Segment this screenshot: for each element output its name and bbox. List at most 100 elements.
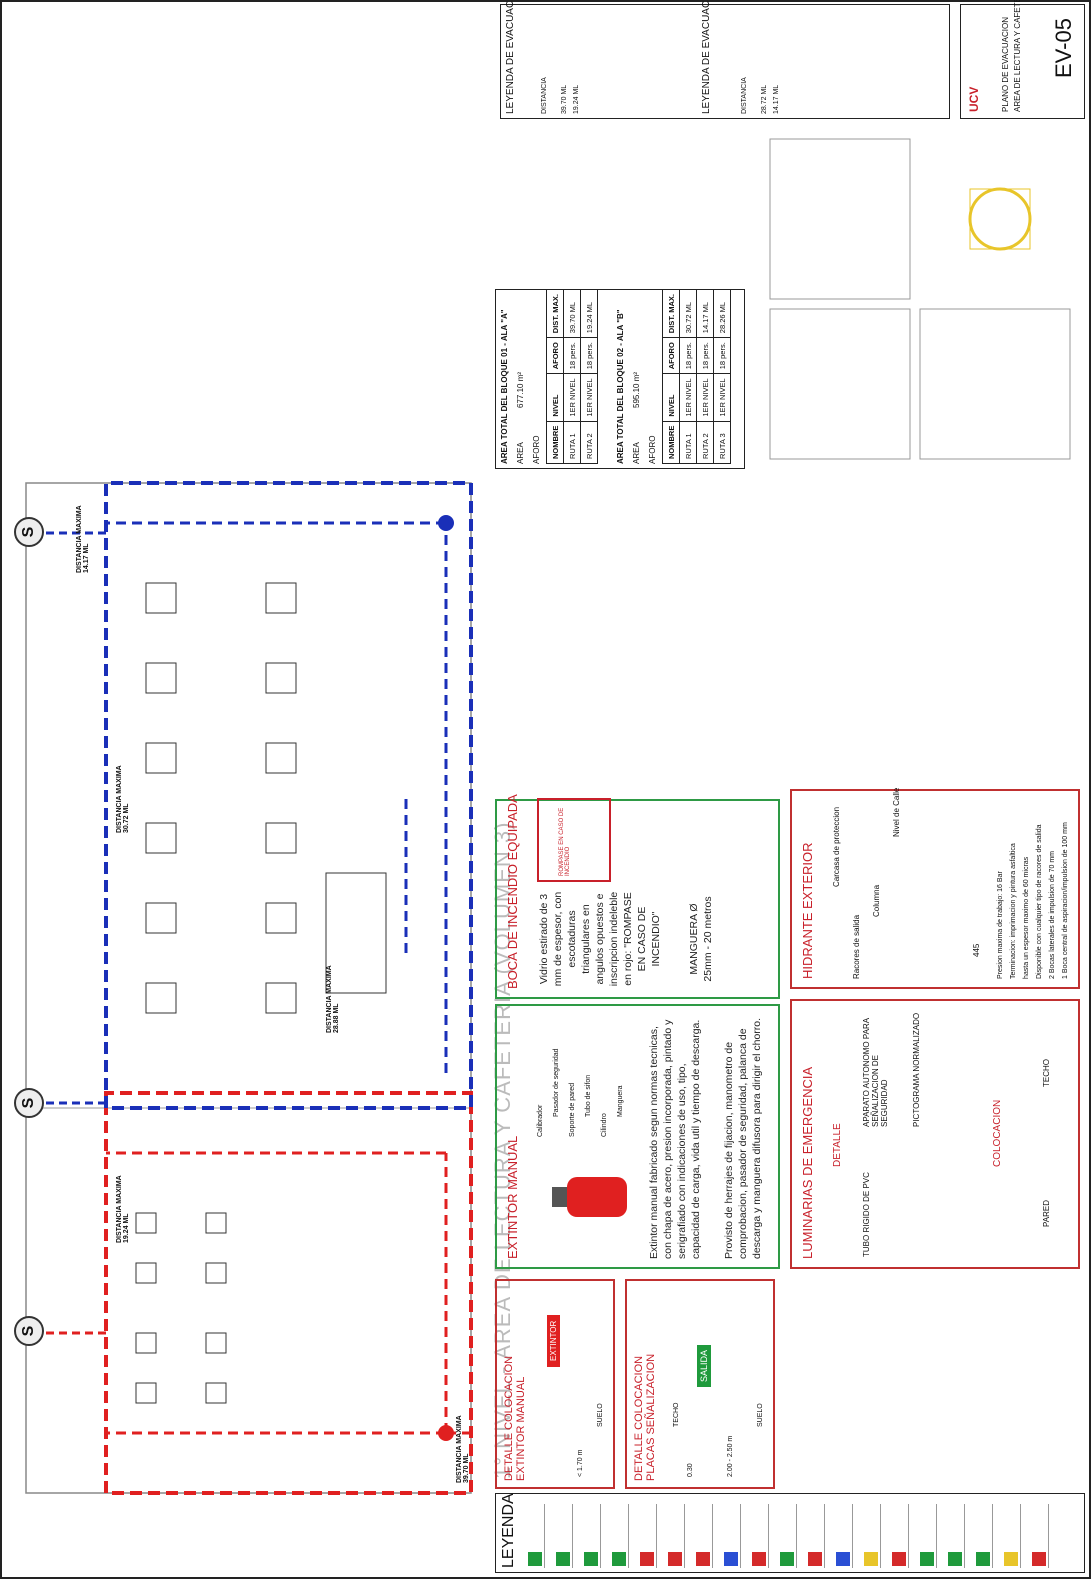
legend-item (694, 1504, 713, 1568)
boca-p1: Vidrio estirado de 3 mm de espesor, con … (538, 891, 662, 987)
exit-marker-1: S (14, 1316, 44, 1346)
table-cell: 18 pers. (696, 337, 714, 374)
exit-marker-2: S (14, 1088, 44, 1118)
luminarias-panel: LUMINARIAS DE EMERGENCIA DETALLE TUBO RI… (790, 999, 1080, 1269)
boca-incendio-panel: BOCA DE INCENDIO EQUIPADA Vidrio estirad… (495, 794, 780, 999)
luminarias-colocacion: COLOCACION (992, 1099, 1003, 1167)
mandatory-sign-icon (724, 1552, 738, 1566)
table-cell: 1ER NIVEL (713, 373, 731, 422)
extintor-manual-panel: EXTINTOR MANUAL Extintor manual fabricad… (495, 1004, 780, 1269)
dist-label-red-2: DISTANCIA MAXIMA 19.24 ML (116, 1175, 130, 1243)
table-b-aforo-label: AFORO (648, 435, 657, 464)
table-cell: RUTA 2 (696, 421, 714, 464)
colocacion-extintor-title: DETALLE COLOCACION EXTINTOR MANUAL (503, 1355, 527, 1481)
extintor-part-label: Pasador de seguridad (553, 1048, 560, 1118)
hidrante-dim-445: 445 (972, 943, 981, 957)
red-route-zone (104, 1091, 473, 1495)
table-cell: 18 pers. (713, 337, 731, 374)
legend-blue-dist-col: DISTANCIA (741, 77, 748, 114)
table-a-area-label: AREA (516, 442, 525, 464)
extintor-part-label: Calibrador (537, 1104, 544, 1137)
table-cell: 18 pers. (563, 337, 581, 374)
dist-label-blue-3: DISTANCIA MAXIMA 14.17 ML (76, 505, 90, 573)
extintor-part-label: Soporte de pared (569, 1082, 576, 1137)
evac-legends: LEYENDA DE EVACUACION DISTANCIA 39.70 ML… (500, 0, 950, 119)
table-cell: 1ER NIVEL (563, 373, 581, 422)
hidrante-spec: 2 Bocas laterales de impulsion de 70 mm (1049, 850, 1056, 979)
seismic-zone-sign-icon (1032, 1552, 1046, 1566)
dist-label-blue-2: DISTANCIA MAXIMA 30.72 ML (116, 765, 130, 833)
legend-item (974, 1504, 993, 1568)
extintor-part-label: Manguera (617, 1085, 624, 1117)
boca-p2: MANGUERA Ø 25mm - 20 metros (688, 896, 714, 982)
hidrante-spec: hasta un espesor maximo de 60 micras (1023, 856, 1030, 979)
suelo-label-1: SUELO (597, 1403, 604, 1427)
legend-item (778, 1504, 797, 1568)
table-header-cell: DIST. MAX. (662, 289, 680, 338)
luminarias-title: LUMINARIAS DE EMERGENCIA (800, 1066, 815, 1259)
legend-red-title: LEYENDA DE EVACUACION (505, 0, 516, 114)
title-block: UCV PLANO DE EVACUACION AREA DE LECTURA … (960, 0, 1085, 119)
extintor-p1: Extintor manual fabricado segun normas t… (648, 1019, 702, 1259)
extintor-label: EXTINTOR (547, 1314, 560, 1367)
extintor-part-label: Cilindro (601, 1113, 608, 1137)
boca-title: BOCA DE INCENDIO EQUIPADA (505, 794, 520, 989)
table-cell: 39.70 ML (563, 289, 581, 338)
alarm-sign-icon (668, 1552, 682, 1566)
legend-blue-dist-1: 28.72 ML (761, 84, 768, 114)
legend-item (666, 1504, 685, 1568)
hidrante-spec: 1 Boca central de aspiracion/impulsion d… (1062, 822, 1069, 979)
table-header-cell: NOMBRE (546, 421, 564, 464)
table-cell: 28.26 ML (713, 289, 731, 338)
dim-170: < 1.70 m (577, 1449, 584, 1477)
table-header-cell: DIST. MAX. (546, 289, 564, 338)
legend-item (1002, 1504, 1021, 1568)
hidrante-spec: Presion maxima de trabajo: 16 Bar (997, 871, 1004, 979)
extintor-title: EXTINTOR MANUAL (505, 1135, 520, 1259)
table-a-aforo-label: AFORO (532, 435, 541, 464)
table-cell: 14.17 ML (696, 289, 714, 338)
table-cell: RUTA 1 (563, 421, 581, 464)
table-cell: RUTA 2 (580, 421, 598, 464)
table-b-header: AREA TOTAL DEL BLOQUE 02 - ALA "B" (616, 309, 625, 464)
luminarias-tubo: TUBO RIGIDO DE PVC (862, 1172, 871, 1257)
table-header-cell: NIVEL (662, 373, 680, 422)
table-cell: 30.72 ML (679, 289, 697, 338)
legend-item (862, 1504, 881, 1568)
dim-200: 2.00 - 2.50 m (727, 1435, 734, 1477)
legend-item (834, 1504, 853, 1568)
emergency-sign-icon (612, 1552, 626, 1566)
techo-label-1: TECHO (673, 1402, 680, 1428)
table-cell: 1ER NIVEL (580, 373, 598, 422)
table-header-cell: AFORO (546, 337, 564, 374)
luminarias-pared: PARED (1042, 1200, 1051, 1227)
hidrante-panel: HIDRANTE EXTERIOR Carcasa de proteccion … (790, 788, 1080, 989)
table-cell: RUTA 1 (679, 421, 697, 464)
legend-red-dist-2: 19.24 ML (573, 84, 580, 114)
colocacion-placas-title: DETALLE COLOCACION PLACAS SEÑALIZACION (633, 1353, 657, 1481)
table-cell: 19.24 ML (580, 289, 598, 338)
legend-item (806, 1504, 825, 1568)
table-cell: 18 pers. (580, 337, 598, 374)
legend-item (722, 1504, 741, 1568)
dist-label-blue-1: DISTANCIA MAXIMA 28.88 ML (326, 965, 340, 1033)
hydrant-sign-icon (696, 1552, 710, 1566)
legend-title: LEYENDA (500, 1493, 517, 1568)
table-cell: RUTA 3 (713, 421, 731, 464)
assembly-point-sign-icon (920, 1552, 934, 1566)
legend-item (750, 1504, 769, 1568)
colocacion-panels: DETALLE COLOCACION EXTINTOR MANUAL EXTIN… (495, 1279, 775, 1489)
blue-route-zone (104, 481, 473, 1110)
dim-030: 0.30 (687, 1463, 694, 1477)
extintor-drawing (552, 1177, 627, 1217)
table-b-area-label: AREA (632, 442, 641, 464)
table-cell: 1ER NIVEL (696, 373, 714, 422)
